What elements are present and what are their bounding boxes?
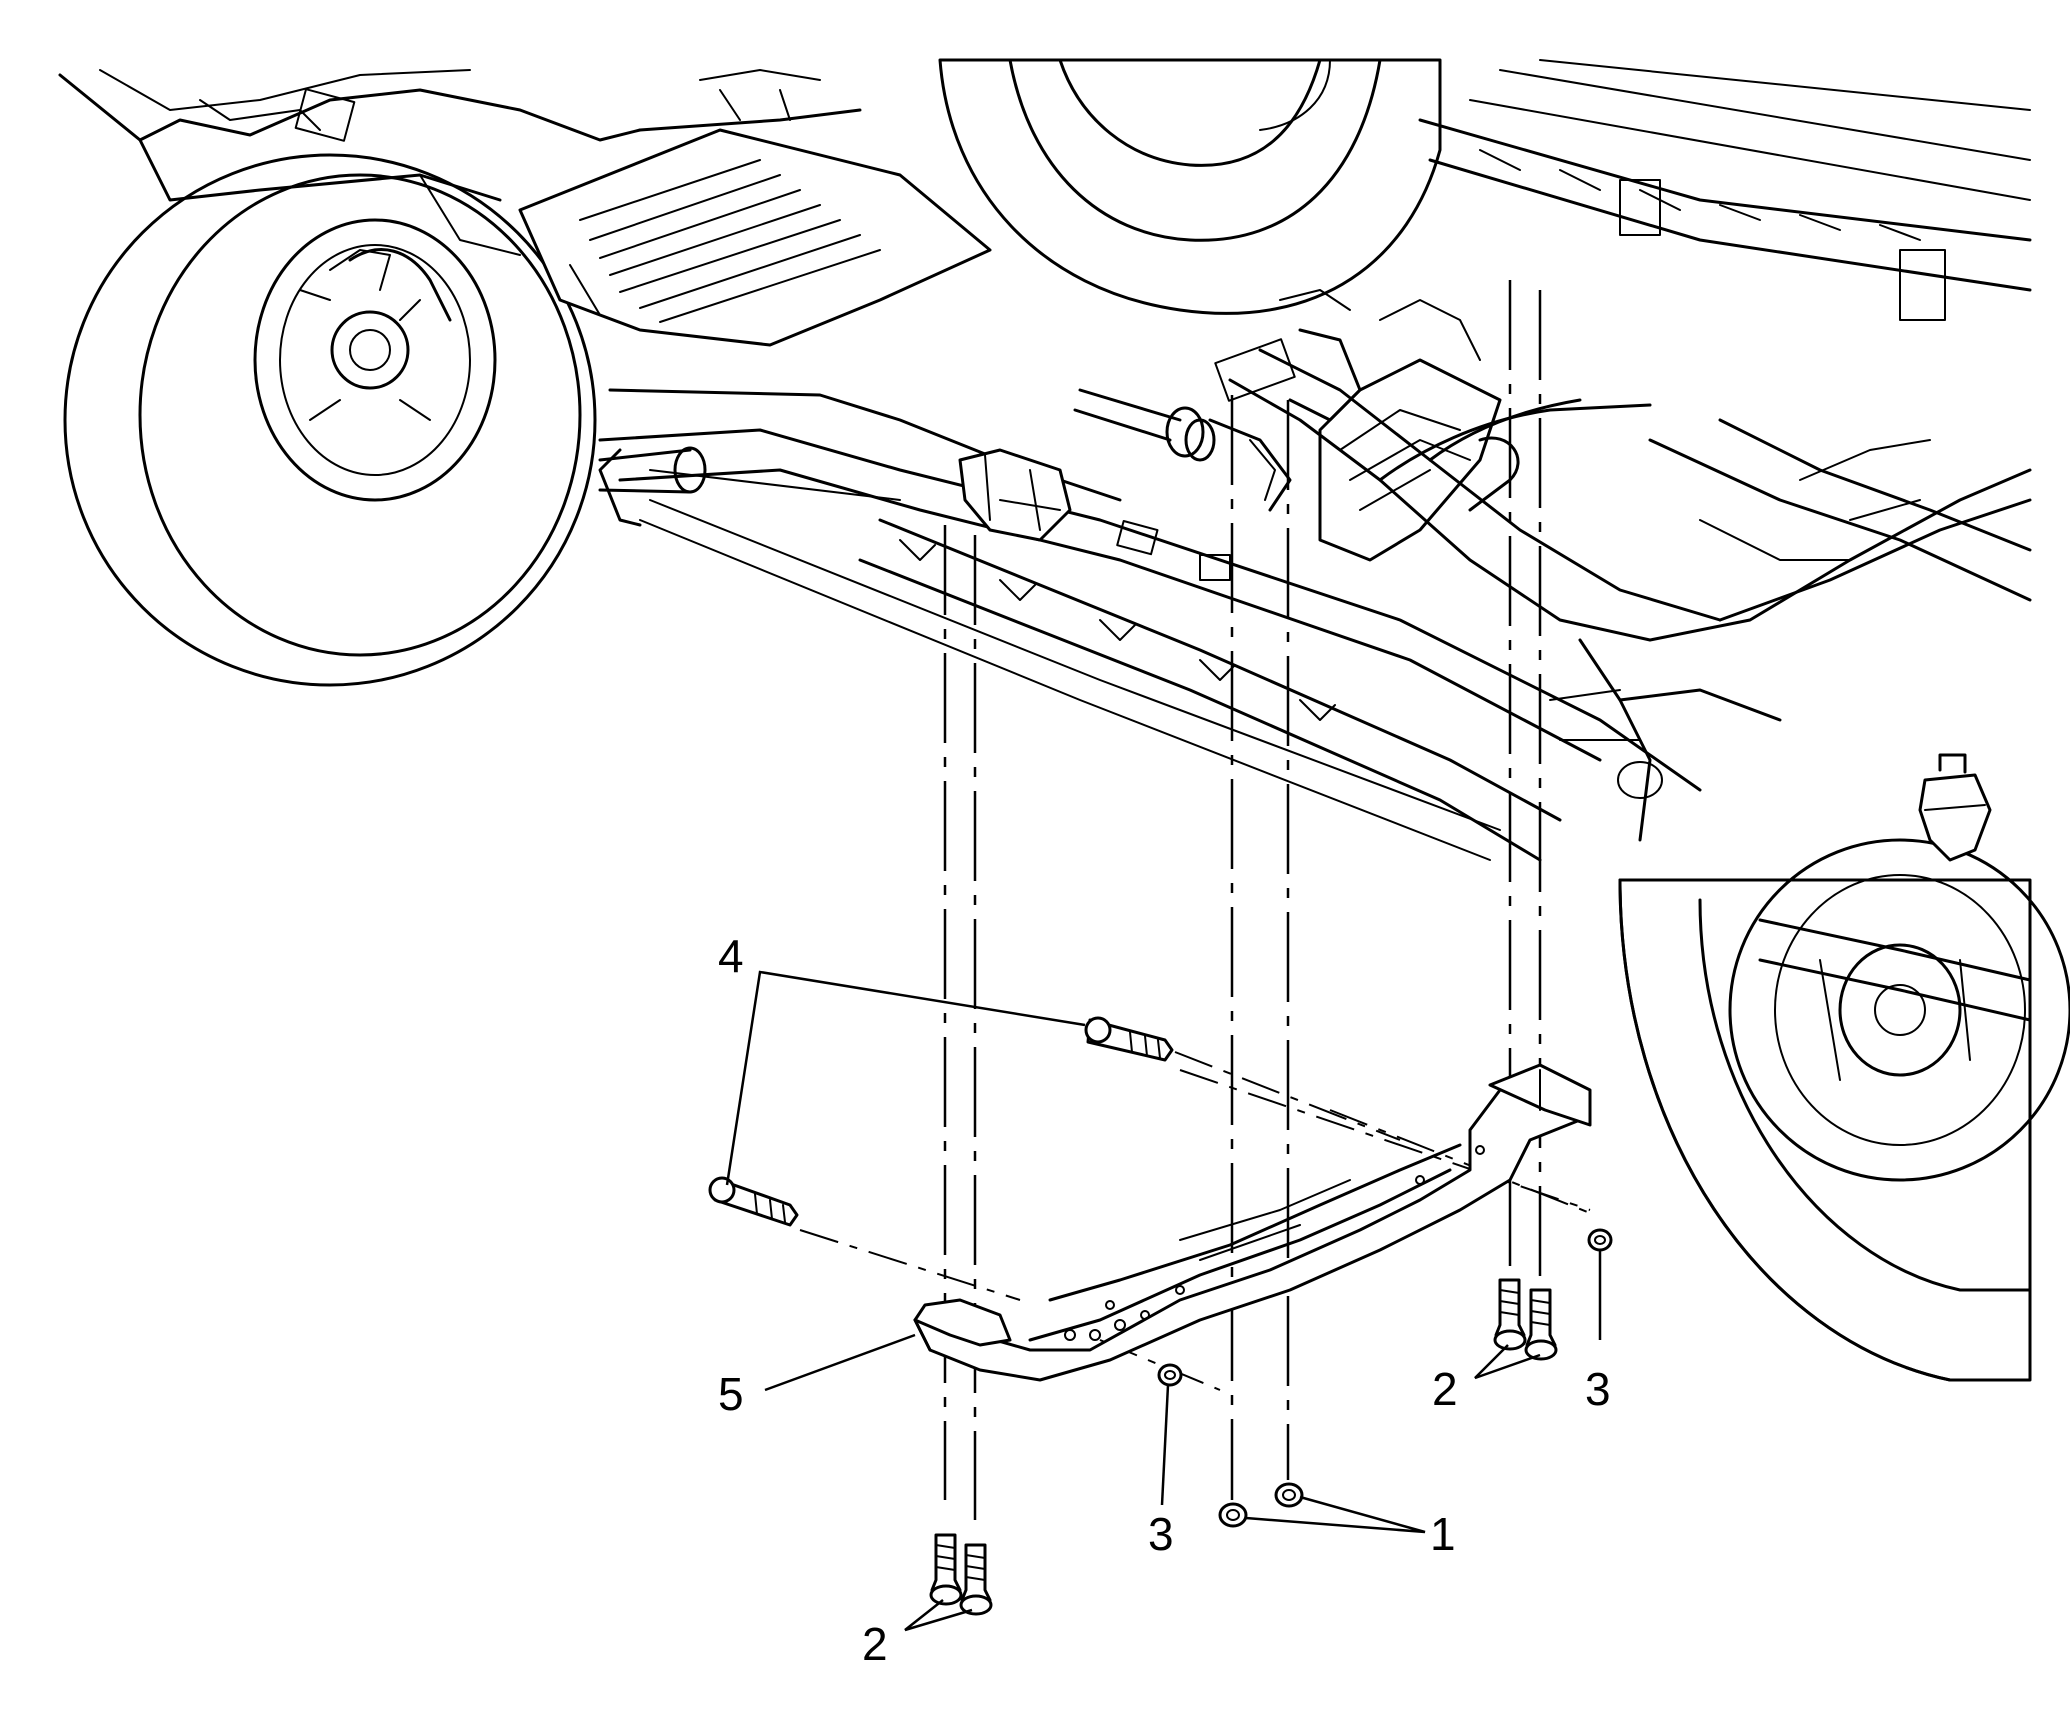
spare-tire [938,58,1442,315]
bump-stop [1918,753,1992,862]
callout-labels: 4 5 3 1 2 2 3 [718,930,1611,1670]
driveshaft [1073,289,1362,512]
nut-3-right [1587,1228,1613,1252]
left-front-wheel [63,153,597,687]
bolt-lower [708,1176,799,1227]
frame-rails [598,59,2032,862]
callout-1: 1 [1430,1508,1456,1560]
upper-bracket-left [958,448,1231,581]
nut-1b [1274,1482,1304,1508]
underbody-floor [58,69,862,256]
callout-4: 4 [718,930,744,982]
bolt-2-left-b [959,1543,993,1616]
bolt-upper [1084,1016,1401,1141]
crossmember [913,1063,1592,1382]
fuel-tank-area [1318,299,1520,562]
callout-2-right: 2 [1432,1363,1458,1415]
nut-3-left [1157,1363,1183,1387]
nut-1a [1218,1502,1248,1528]
callout-3-right: 3 [1585,1363,1611,1415]
callout-2-left: 2 [862,1618,888,1670]
rear-wheel [1618,838,2070,1382]
leader-lines [725,970,1602,1632]
bolt-2-right-b [1524,1288,1558,1361]
exhaust [598,446,707,494]
callout-3-left: 3 [1148,1508,1174,1560]
bolt-2-left-a [929,1533,963,1606]
transfer-case-shield [518,128,992,347]
bolt-2-right-a [1493,1278,1527,1351]
callout-5: 5 [718,1368,744,1420]
